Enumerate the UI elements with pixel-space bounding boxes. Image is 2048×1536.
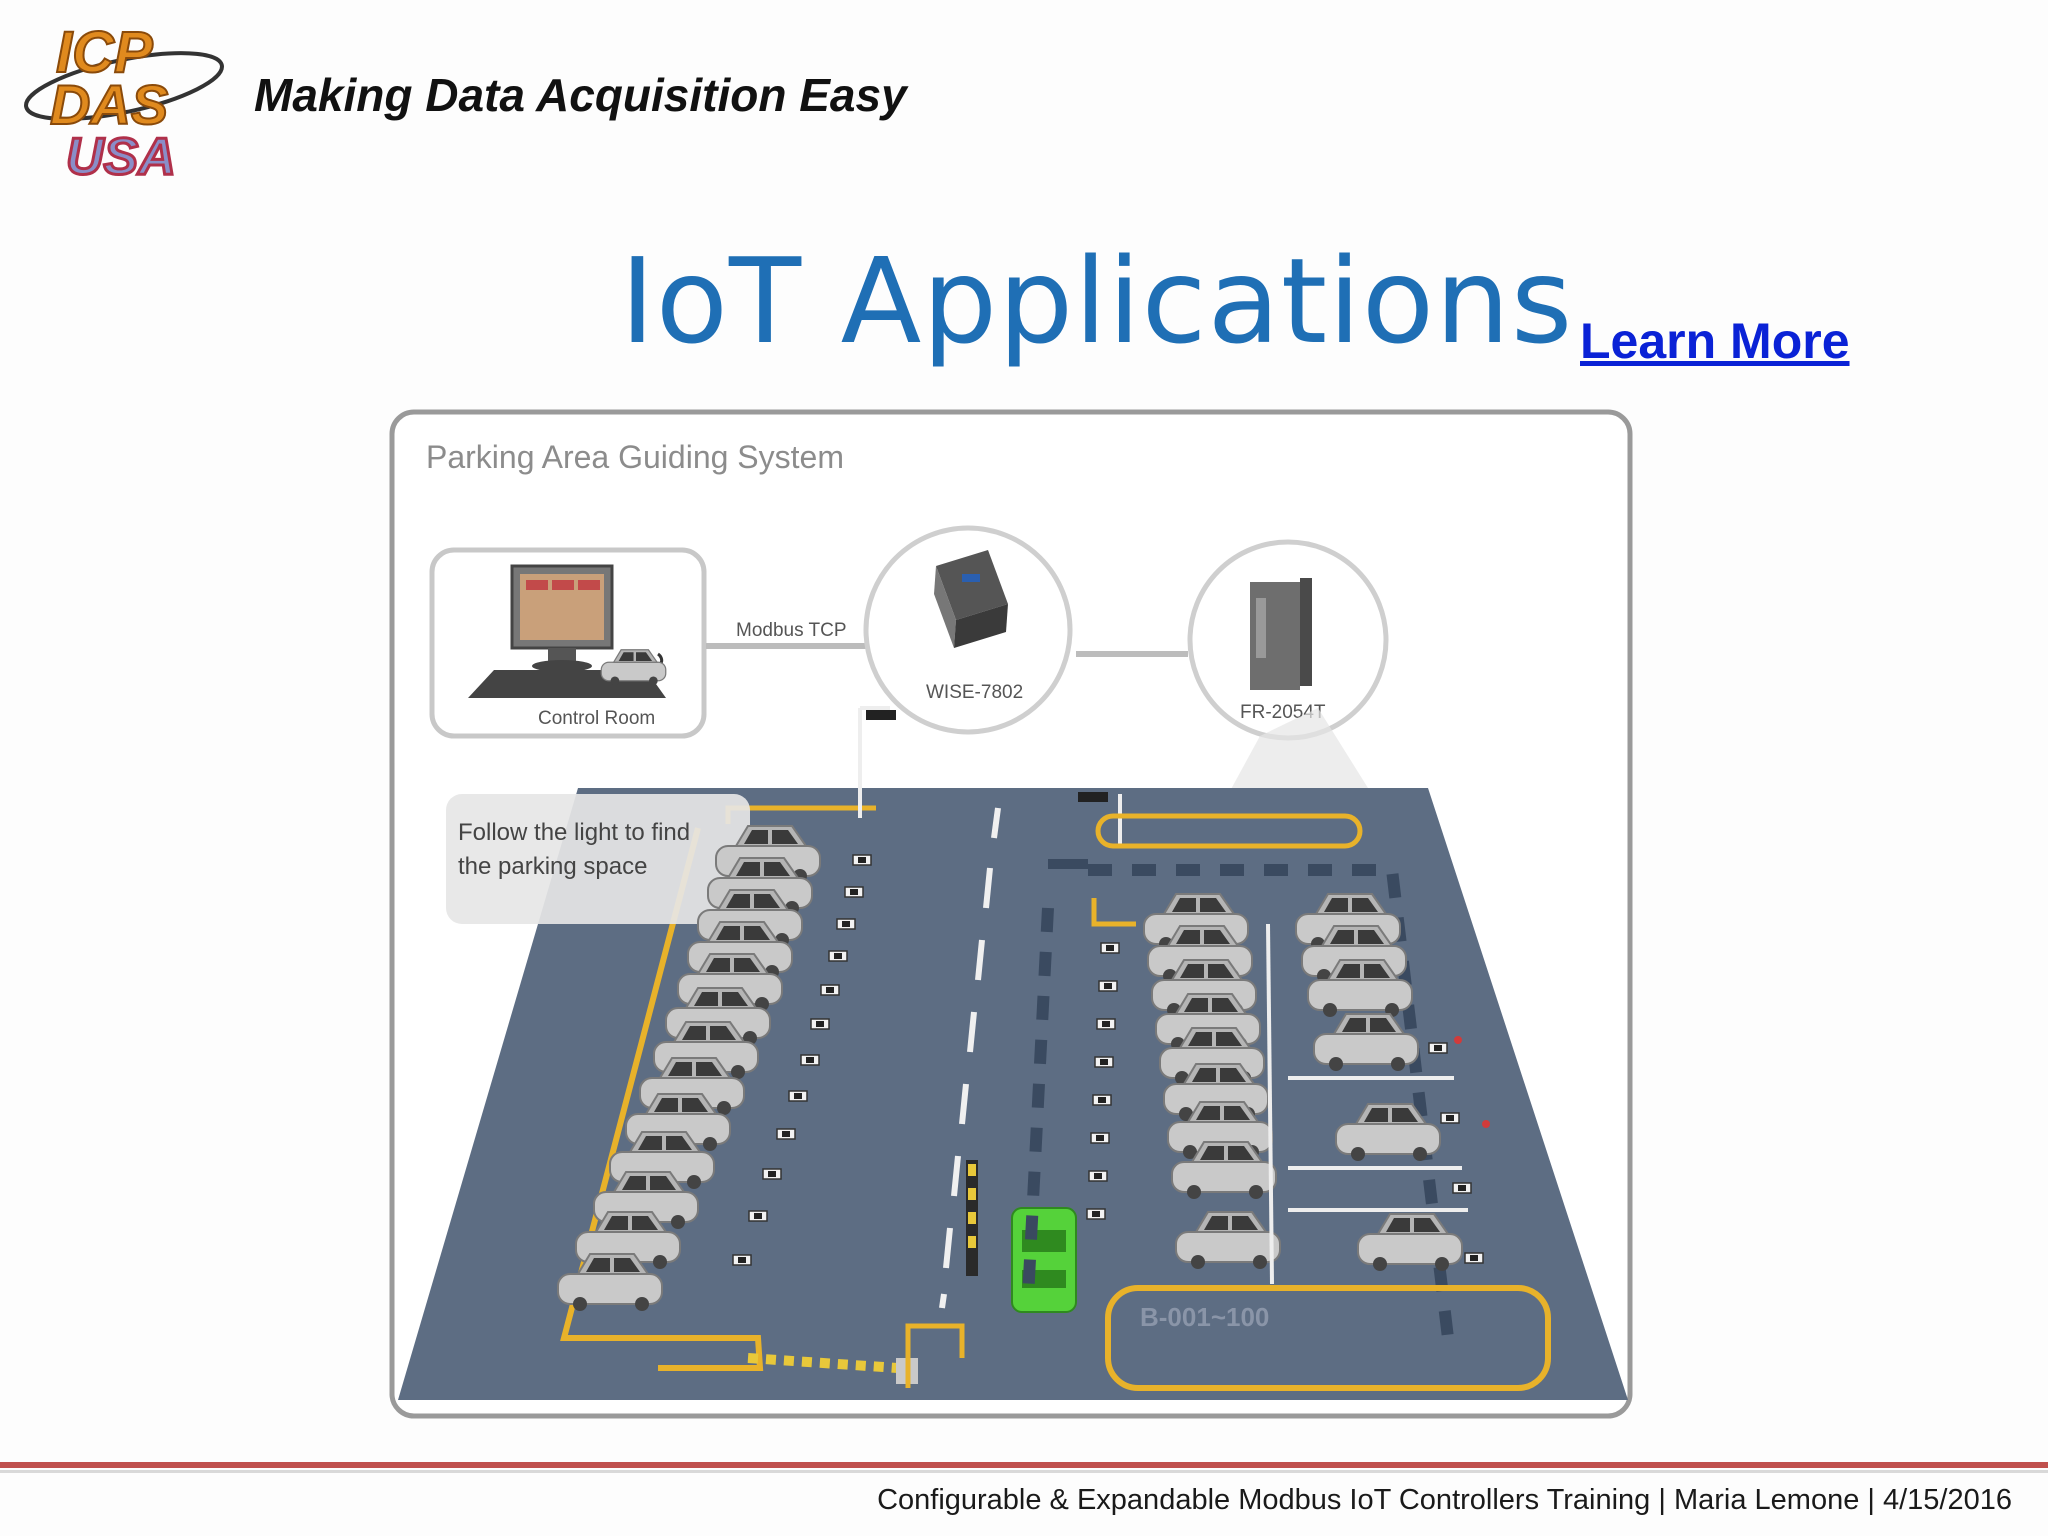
control-room-computer: Control Room <box>429 547 707 739</box>
fr-2054t-module: FR-2054T <box>1187 539 1389 741</box>
footer-rule-shadow <box>0 1470 2048 1473</box>
guided-car <box>1011 1207 1077 1313</box>
learn-more-link[interactable]: Learn More <box>1580 313 1850 369</box>
footer-text: Configurable & Expandable Modbus IoT Con… <box>877 1484 2012 1516</box>
modbus-tcp-label: Modbus TCP <box>736 620 847 641</box>
svg-text:ICP: ICP <box>56 20 153 85</box>
tagline: Making Data Acquisition Easy <box>254 69 907 121</box>
wise-7802-controller: WISE-7802 <box>863 525 1073 735</box>
parking-guiding-diagram: Parking Area Guiding System Control Room… <box>389 409 1633 1419</box>
callout-box <box>446 794 750 924</box>
control-room-label: Control Room <box>538 708 655 729</box>
icp-das-usa-logo: ICP DAS USA <box>24 19 224 184</box>
slide-title: IoT Applications <box>620 232 1574 370</box>
wise-7802-label: WISE-7802 <box>926 682 1023 703</box>
diagram-title: Parking Area Guiding System <box>426 439 844 475</box>
svg-text:DAS: DAS <box>50 73 168 136</box>
center-lane-markings <box>939 807 1001 1309</box>
guidance-path <box>1022 864 1454 1339</box>
callout-line-1: Follow the light to find <box>458 819 690 846</box>
zone-label: B-001~100 <box>1140 1302 1269 1332</box>
footer-rule <box>0 1462 2048 1468</box>
callout-line-2: the parking space <box>458 853 647 880</box>
svg-text:USA: USA <box>66 128 176 184</box>
